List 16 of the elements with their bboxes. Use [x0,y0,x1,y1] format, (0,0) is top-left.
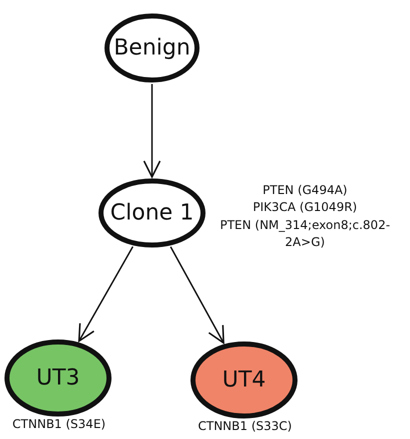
mutation-label: PIK3CA (G1049R) [252,200,358,214]
mutation-label: PTEN (G494A) [262,183,348,197]
node-label: Benign [112,36,192,60]
ellipse-node [104,13,200,83]
node-label: UT4 [221,368,267,392]
node-label: Clone 1 [109,200,195,226]
arrow [170,246,224,344]
arrow [78,246,134,342]
mutation-label: CTNNB1 (S33C) [198,419,292,433]
mutation-label: PTEN (NM_314;exon8;c.802-2A>G) [220,218,390,250]
node-label: UT3 [35,366,81,390]
arrow [143,84,161,178]
ellipse-node [190,341,298,419]
ellipse-node [98,178,206,248]
mutation-label: CTNNB1 (S34E) [12,417,106,431]
ellipse-node [4,339,112,417]
